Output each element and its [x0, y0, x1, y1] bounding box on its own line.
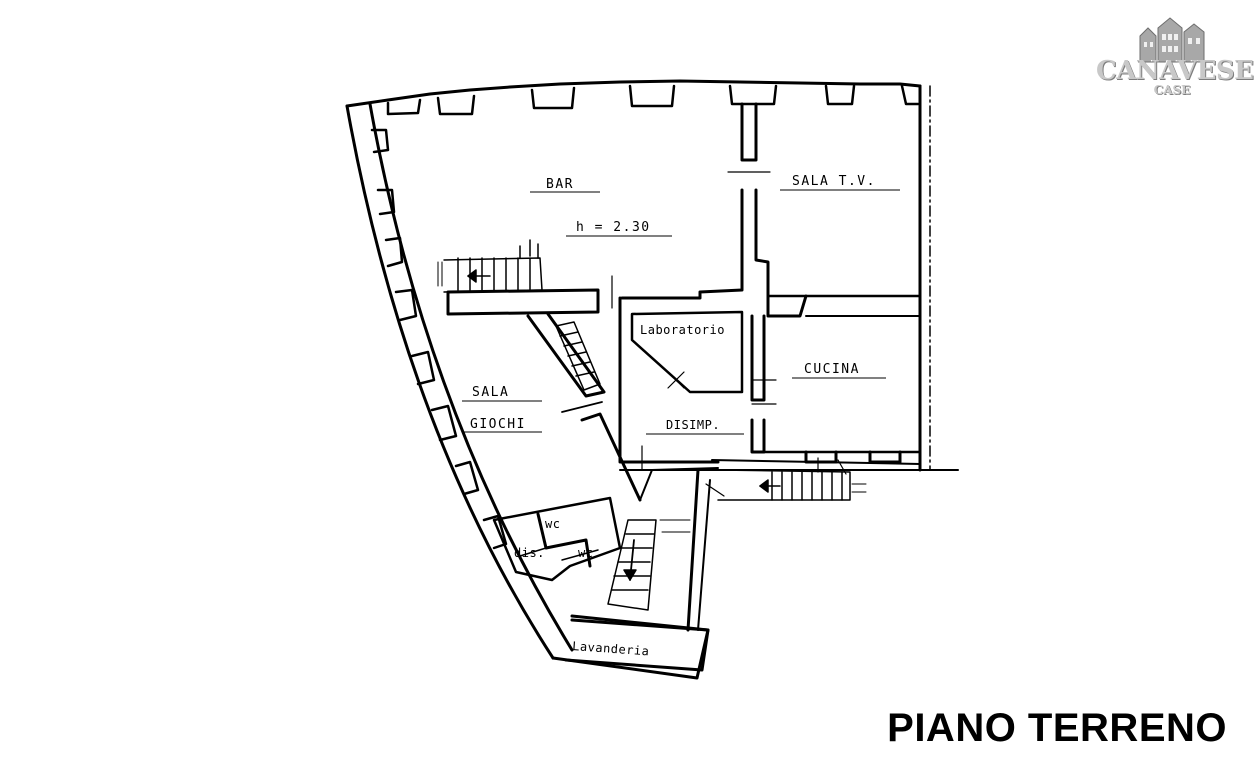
- label-sala: SALA: [472, 385, 509, 400]
- label-disimp: DISIMP.: [666, 418, 720, 432]
- label-bar: BAR: [546, 177, 574, 192]
- label-cucina: CUCINA: [804, 362, 860, 377]
- label-dis: dis.: [514, 546, 545, 560]
- label-bar-height: h = 2.30: [576, 220, 651, 235]
- staircase-sala-giochi: [555, 321, 601, 391]
- door-marks: [611, 171, 847, 497]
- staircase-bar: [437, 239, 543, 293]
- label-laboratorio: Laboratorio: [640, 323, 725, 337]
- window-niches: [386, 84, 920, 116]
- interior-walls: [446, 102, 922, 672]
- label-sala-tv: SALA T.V.: [792, 174, 876, 189]
- label-giochi: GIOCHI: [470, 417, 526, 432]
- brand-logo: CANAVESE CASE: [1096, 14, 1254, 104]
- staircase-exterior: [717, 469, 867, 501]
- logo-sub-text: CASE: [1153, 83, 1191, 97]
- houses-icon: [1139, 17, 1205, 63]
- left-wall-piers: [370, 128, 508, 550]
- floor-title: PIANO TERRENO: [887, 706, 1227, 750]
- logo-brand-text: CANAVESE: [1096, 56, 1254, 86]
- outer-walls: [345, 79, 959, 680]
- room-labels: BAR h = 2.30 SALA T.V. Laboratorio CUCIN…: [462, 174, 900, 658]
- label-wc-top: wc: [545, 517, 560, 531]
- staircase-corridor: [607, 519, 691, 611]
- label-lavanderia: Lavanderia: [572, 639, 650, 658]
- label-wc-bottom: wc: [578, 546, 593, 560]
